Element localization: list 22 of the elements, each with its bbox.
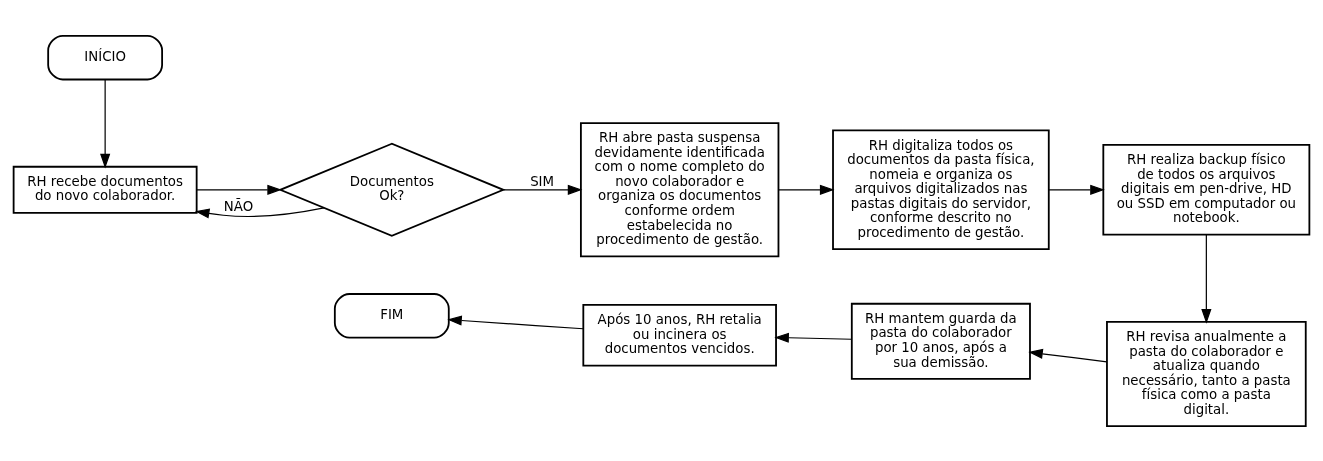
node-box: RH realiza backup físico de todos os arquivos digitais em pen-drive, HD ou SSD em computador ou notebook. <box>1102 143 1311 236</box>
node-box: RH digitaliza todos os documentos da pasta física, nomeia e organiza os arquivos digitalizados nas pastas digitais do servidor, conforme descrito no procedimento de gestão. <box>832 129 1050 250</box>
node-box: INÍCIO <box>47 34 163 80</box>
node-box: RH mantem guarda da pasta do colaborador por 10 anos, após a sua demissão. <box>850 302 1031 380</box>
node-box: RH revisa anualmente a pasta do colaborador e atualiza quando necessário, tanto a pasta física como a pasta digital. <box>1106 320 1307 427</box>
arrow <box>196 184 282 195</box>
arrow <box>1201 233 1212 324</box>
edge-label: SIM <box>530 173 555 189</box>
arrow <box>1048 184 1105 195</box>
arrow <box>100 78 111 168</box>
arrow <box>447 314 584 329</box>
arrow <box>774 332 853 343</box>
arrow <box>1028 348 1108 362</box>
node-box: RH recebe documentos do novo colaborador. <box>12 165 198 214</box>
node-box: RH abre pasta suspensa devidamente identificada com o nome completo do novo colaborador e organiza os documentos conforme ordem estabelecida no procedimento de gestão. <box>580 121 780 257</box>
arrow <box>194 206 325 218</box>
node-box: Após 10 anos, RH retalia ou incinera os documentos vencidos. <box>582 303 777 366</box>
node-box: FIM <box>333 292 450 339</box>
edge-label: NÃO <box>223 198 254 214</box>
arrow <box>502 184 583 195</box>
arrow <box>778 184 835 195</box>
node-diamond: Documentos Ok? <box>277 142 506 237</box>
